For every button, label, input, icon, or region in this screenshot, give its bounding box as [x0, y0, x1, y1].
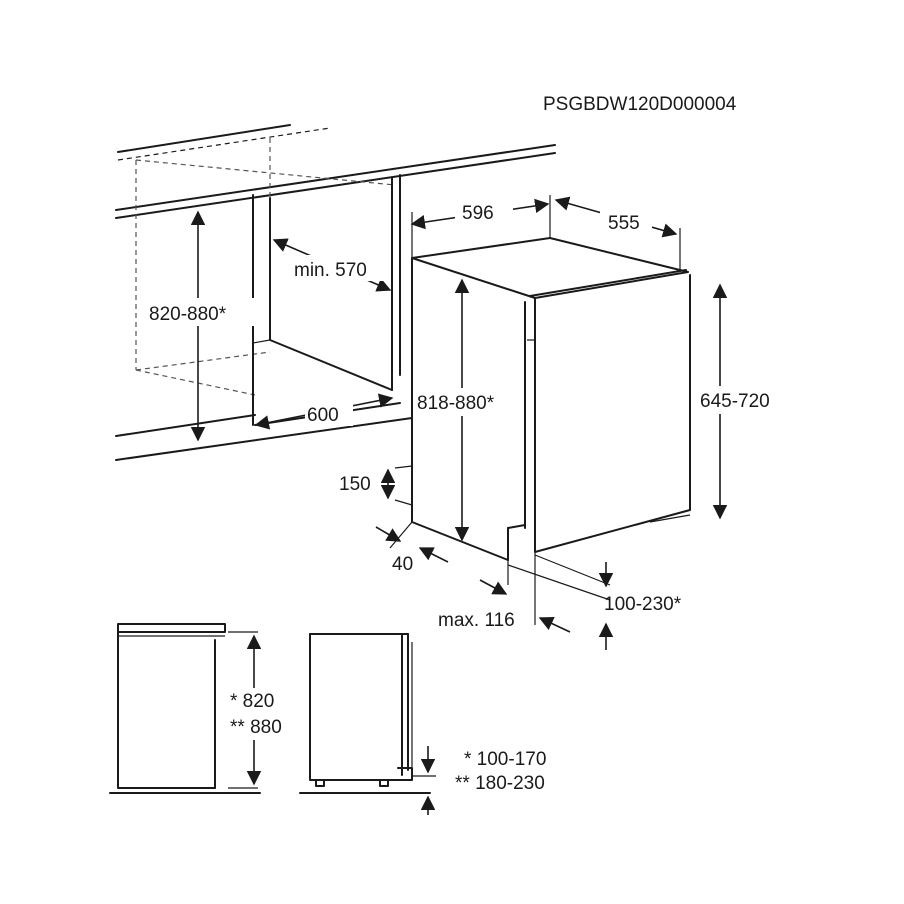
- plinth-range-label: 100-230*: [604, 594, 682, 615]
- dishwasher-body: [411, 237, 691, 561]
- niche-height-label: 820-880*: [149, 304, 227, 325]
- door-height-label: 645-720: [700, 391, 770, 412]
- niche-width-label: 600: [307, 405, 339, 426]
- width-596-label: 596: [462, 203, 494, 224]
- plinth-150-label: 150: [339, 474, 371, 495]
- max-116-label: max. 116: [438, 610, 515, 631]
- plinth-legend-1: * 100-170: [464, 749, 546, 770]
- niche-depth-label: min. 570: [294, 260, 367, 281]
- document-code: PSGBDW120D000004: [543, 94, 737, 115]
- height-legend-1: * 820: [230, 691, 274, 712]
- height-legend-2: ** 880: [230, 717, 282, 738]
- depth-555-label: 555: [608, 213, 640, 234]
- plinth-legend-2: ** 180-230: [455, 773, 545, 794]
- appliance-height-label: 818-880*: [417, 393, 495, 414]
- plinth-40-label: 40: [392, 554, 413, 575]
- side-elevation: [299, 633, 436, 794]
- front-elevation: [109, 623, 261, 794]
